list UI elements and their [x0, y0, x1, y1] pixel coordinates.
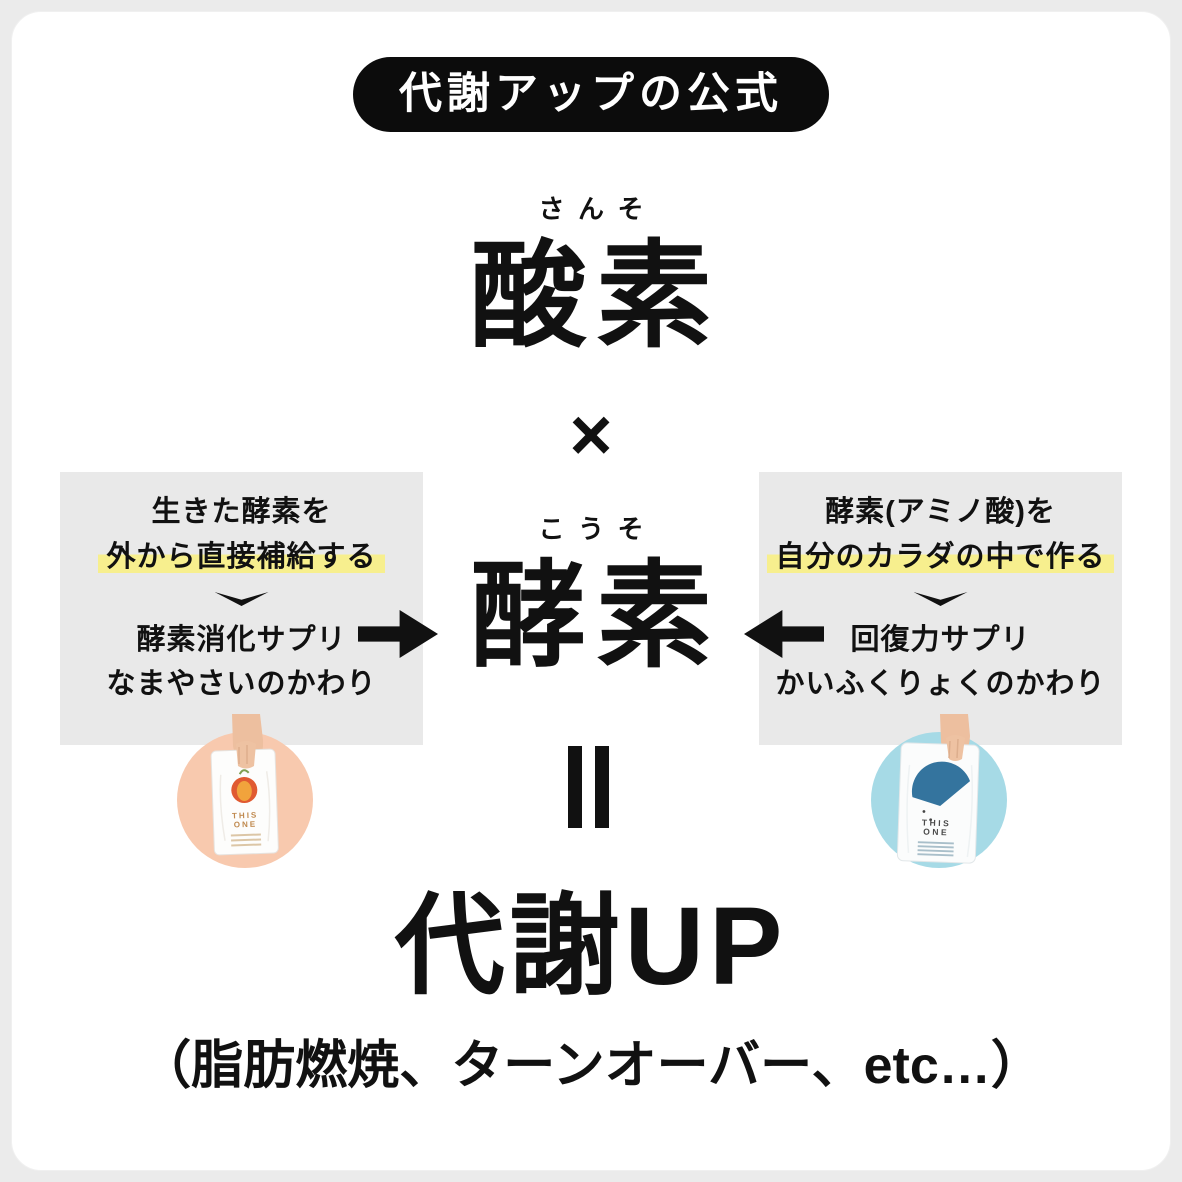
- result-text: 代謝UP: [394, 885, 788, 1008]
- left-panel-supplement: 酵素消化サプリ: [136, 624, 347, 656]
- equals-sign: [568, 746, 609, 828]
- pouch-brand-line2: ONE: [923, 826, 949, 837]
- umbrella-icon: [911, 761, 971, 807]
- title-pill: 代謝アップの公式: [353, 57, 829, 132]
- oxygen-furigana: さんそ: [538, 194, 658, 224]
- left-panel-reading: なまやさいのかわり: [106, 668, 377, 700]
- umbrella-supplement-pouch-image: THIS ONE: [871, 714, 1007, 868]
- product-photo-left: THIS ONE: [172, 714, 318, 870]
- left-panel: 生きた酵素を 外から直接補給する 酵素消化サプリ なまやさいのかわり: [60, 472, 423, 745]
- chevron-down-icon: [913, 592, 968, 606]
- pouch-brand-line1: THIS: [232, 811, 259, 821]
- fingers-shape: [946, 735, 965, 761]
- multiply-sign: ×: [569, 393, 613, 476]
- tomato-supplement-pouch-image: THIS ONE: [177, 714, 313, 868]
- tomato-stem: [238, 769, 250, 775]
- enzyme-kanji: 酵素: [470, 551, 722, 681]
- enzyme-furigana: こうそ: [538, 514, 658, 544]
- left-panel-line1: 生きた酵素を: [151, 496, 332, 528]
- product-photo-right: THIS ONE: [866, 714, 1012, 870]
- right-panel: 酵素(アミノ酸)を 自分のカラダの中で作る 回復力サプリ かいふくりょくのかわり: [759, 472, 1122, 745]
- left-panel-highlight-line: 外から直接補給する: [98, 541, 385, 573]
- equals-bar: [595, 746, 609, 828]
- chevron-down-icon: [214, 592, 269, 606]
- equals-bar: [568, 746, 582, 828]
- left-highlighted-text: 外から直接補給する: [98, 541, 385, 573]
- right-panel-reading: かいふくりょくのかわり: [775, 668, 1106, 700]
- right-panel-highlight-line: 自分のカラダの中で作る: [767, 541, 1114, 573]
- right-panel-line1: 酵素(アミノ酸)を: [825, 496, 1056, 528]
- oxygen-kanji: 酸素: [470, 231, 722, 361]
- pouch-brand-line2: ONE: [234, 820, 258, 830]
- right-panel-supplement: 回復力サプリ: [850, 624, 1031, 656]
- right-highlighted-text: 自分のカラダの中で作る: [767, 541, 1114, 573]
- fingers-shape: [236, 741, 256, 769]
- pouch-brand-line1: THIS: [922, 817, 952, 828]
- result-note: （脂肪燃焼、ターンオーバー、etc…）: [139, 1037, 1043, 1095]
